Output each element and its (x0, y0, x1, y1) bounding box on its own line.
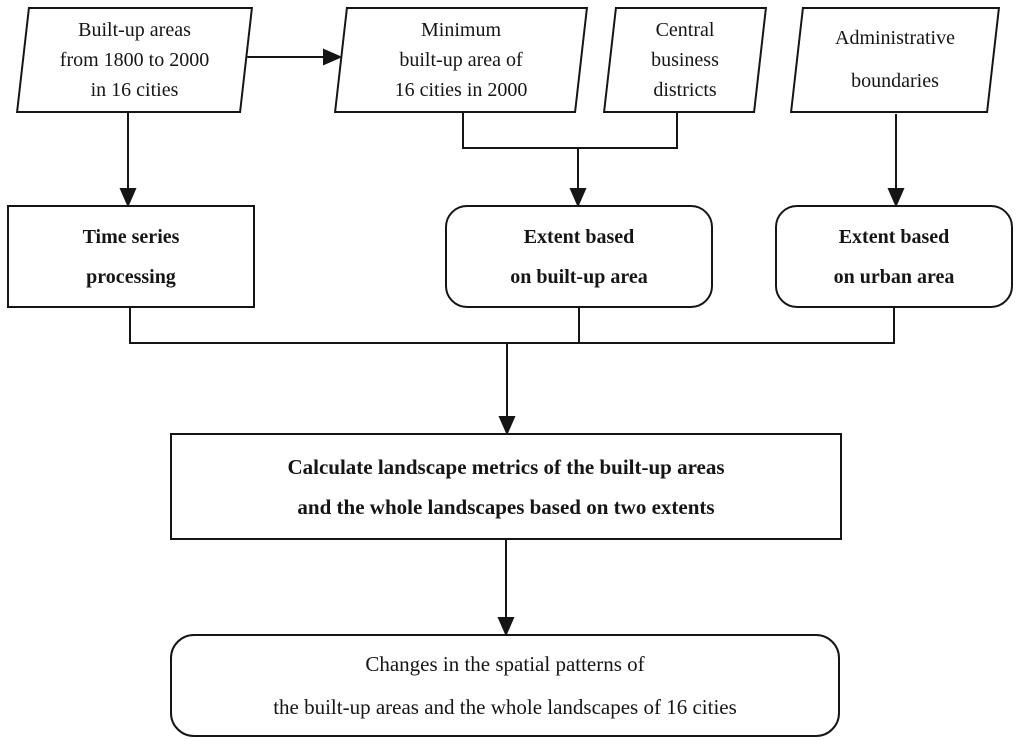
text-line: Minimum (420, 19, 501, 41)
node-time-series: Time series processing (7, 205, 255, 308)
node-calculate-metrics: Calculate landscape metrics of the built… (170, 433, 842, 540)
arrow-builtup-to-minbuiltup-head (323, 48, 343, 66)
text-line: Changes in the spatial patterns of (365, 651, 645, 676)
text-line: on urban area (833, 265, 955, 288)
text-line: Administrative (835, 27, 955, 49)
arrow-admin-to-extenturban-head (887, 188, 905, 208)
node-cbd-label: Central business districts (609, 7, 761, 113)
node-builtup-areas-label: Built-up areas from 1800 to 2000 in 16 c… (22, 7, 247, 113)
text-line: from 1800 to 2000 (59, 49, 210, 71)
node-changes-label: Changes in the spatial patterns of the b… (170, 634, 840, 737)
node-admin-boundaries-label: Administrative boundaries (796, 7, 994, 113)
text-line: in 16 cities (90, 79, 179, 101)
text-line: districts (653, 79, 717, 101)
node-time-series-label: Time series processing (7, 205, 255, 308)
node-calculate-metrics-label: Calculate landscape metrics of the built… (170, 433, 842, 540)
text-line: built-up area of (399, 49, 523, 71)
text-line: Built-up areas (78, 19, 191, 41)
text-line: and the whole landscapes based on two ex… (297, 494, 715, 519)
text-line: Central (655, 19, 715, 41)
text-line: Extent based (838, 225, 950, 248)
node-admin-boundaries: Administrative boundaries (789, 7, 1001, 113)
rectangle-shape (7, 205, 255, 308)
text-line: Extent based (523, 225, 635, 248)
node-extent-builtup: Extent based on built-up area (445, 205, 713, 308)
text-line: Calculate landscape metrics of the built… (287, 454, 725, 479)
text-line: 16 cities in 2000 (394, 79, 528, 101)
node-changes: Changes in the spatial patterns of the b… (170, 634, 840, 737)
node-extent-builtup-label: Extent based on built-up area (445, 205, 713, 308)
node-min-builtup-label: Minimum built-up area of 16 cities in 20… (340, 7, 582, 113)
node-extent-urban-label: Extent based on urban area (775, 205, 1013, 308)
text-line: processing (86, 265, 176, 288)
arrow-calculate-to-changes-head (497, 617, 515, 637)
text-line: the built-up areas and the whole landsca… (273, 694, 737, 719)
rounded-rectangle-shape (775, 205, 1013, 308)
node-min-builtup: Minimum built-up area of 16 cities in 20… (333, 7, 589, 113)
node-cbd: Central business districts (602, 7, 768, 113)
arrow-join-to-extentbuiltup-head (569, 188, 587, 208)
arrow-builtup-to-timeseries-head (119, 188, 137, 208)
arrow-join-to-calculate-head (498, 416, 516, 436)
text-line: Time series (82, 225, 180, 248)
node-builtup-areas: Built-up areas from 1800 to 2000 in 16 c… (15, 7, 254, 113)
node-extent-urban: Extent based on urban area (775, 205, 1013, 308)
text-line: business (651, 49, 719, 71)
text-line: on built-up area (510, 265, 648, 288)
text-line: boundaries (851, 70, 939, 92)
